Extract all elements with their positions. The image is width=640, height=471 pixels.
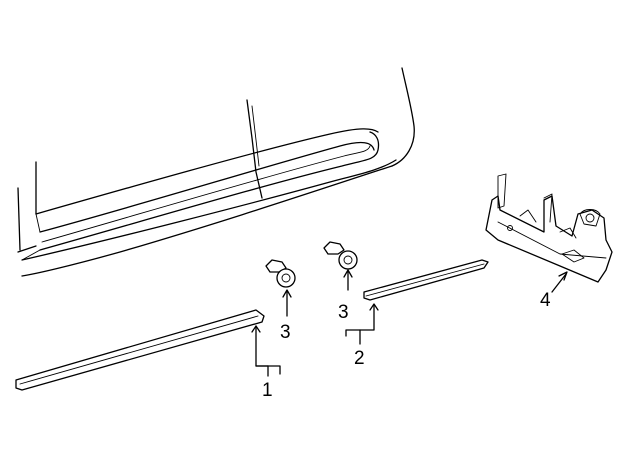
callout-1: 1	[262, 380, 273, 401]
callout-3-left: 3	[280, 322, 291, 343]
vehicle-body-side	[17, 67, 415, 277]
part-3-clip-left	[265, 259, 296, 288]
part-3-clip-right	[323, 241, 358, 270]
part-2-rocker-molding	[363, 259, 489, 301]
callout-3-right: 3	[338, 302, 349, 323]
part-4-bracket	[485, 173, 613, 283]
callout-2: 2	[354, 348, 365, 369]
callout-4: 4	[540, 290, 551, 311]
part-1-rocker-molding	[15, 309, 265, 391]
leader-lines	[251, 269, 568, 377]
